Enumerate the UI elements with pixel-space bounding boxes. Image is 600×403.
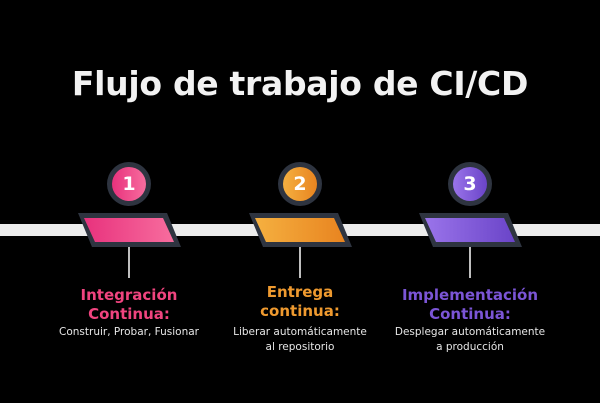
- page-title: Flujo de trabajo de CI/CD: [71, 64, 529, 103]
- step-2-desc-line: al repositorio: [265, 341, 335, 353]
- step-marker-1: [84, 218, 174, 242]
- step-3-desc-line: Desplegar automáticamente: [394, 326, 546, 338]
- step-3-description: Desplegar automáticamente a producción: [375, 325, 565, 355]
- step-2-title-line: Entrega: [266, 283, 334, 301]
- step-1-title-line: Continua:: [88, 305, 170, 323]
- step-badge-2: [283, 167, 317, 201]
- step-2-title: Entrega continua:: [205, 283, 395, 321]
- step-marker-3: [425, 218, 515, 242]
- step-3-desc-line: a producción: [436, 341, 504, 353]
- step-1-desc-line: Construir, Probar, Fusionar: [59, 326, 199, 338]
- step-3-title-line: Implementación: [401, 286, 539, 304]
- step-marker-2: [255, 218, 345, 242]
- step-3-title: Implementación Continua:: [375, 286, 565, 324]
- step-3-title-line: Continua:: [429, 305, 511, 323]
- step-badge-3: [453, 167, 487, 201]
- step-1-title-line: Integración: [80, 286, 178, 304]
- step-badge-1: [112, 167, 146, 201]
- step-1-description: Construir, Probar, Fusionar: [34, 325, 224, 340]
- step-number-3: 3: [463, 173, 477, 195]
- step-2-description: Liberar automáticamente al repositorio: [205, 325, 395, 355]
- step-number-2: 2: [293, 173, 307, 195]
- step-2-title-line: continua:: [260, 302, 340, 320]
- step-1-title: Integración Continua:: [34, 286, 224, 324]
- step-2-desc-line: Liberar automáticamente: [233, 326, 367, 338]
- step-number-1: 1: [122, 173, 136, 195]
